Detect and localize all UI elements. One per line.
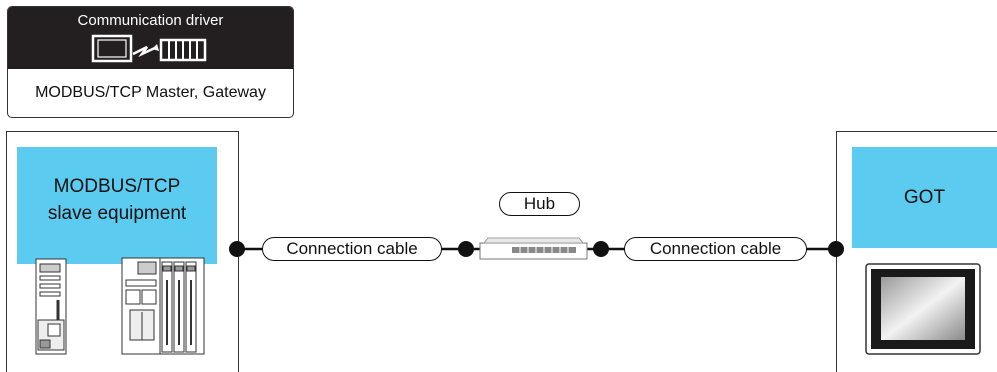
plc-rack-icon <box>121 257 205 355</box>
connection-diagram <box>35 237 981 355</box>
got-panel-icon <box>865 263 981 355</box>
connector-dot-right <box>828 241 844 257</box>
connector-dot-hub-left <box>458 241 474 257</box>
slave-label-line2: slave equipment <box>47 203 187 224</box>
got-label: GOT <box>903 187 946 208</box>
slave-equipment-label: MODBUS/TCP slave equipment <box>17 173 217 227</box>
hub-label: Hub <box>499 192 580 216</box>
connection-cable-label-right: Connection cable <box>624 237 807 261</box>
communication-driver-badge: Communication driver MODBUS/TCP Master, … <box>7 6 294 118</box>
hub-icon <box>479 237 588 260</box>
connector-dot-hub-right <box>593 241 609 257</box>
driver-header: Communication driver <box>8 7 293 69</box>
slave-label-line1: MODBUS/TCP <box>53 176 181 197</box>
driver-title: Communication driver <box>77 12 224 29</box>
communication-driver-icon <box>91 34 207 63</box>
plc-unit-small-icon <box>35 258 67 355</box>
connector-dot-left <box>229 241 245 257</box>
got-box: GOT <box>852 147 997 248</box>
driver-description: MODBUS/TCP Master, Gateway <box>35 84 266 101</box>
connection-cable-label-left: Connection cable <box>262 237 442 261</box>
slave-equipment-box: MODBUS/TCP slave equipment <box>17 147 217 264</box>
